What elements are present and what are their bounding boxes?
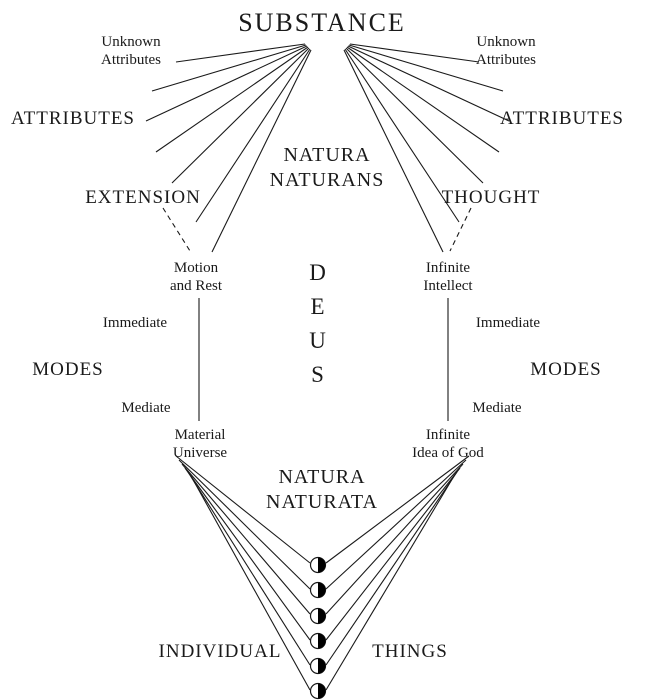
deus-vertical-label: D E U S <box>309 260 327 387</box>
modes-right-label: MODES <box>530 359 602 380</box>
infinite-intellect-line1: Infinite <box>426 260 470 276</box>
unknown-attributes-left-line1: Unknown <box>101 34 161 50</box>
material-universe-line2: Universe <box>173 445 227 461</box>
thing-node <box>309 657 327 675</box>
immediate-right-label: Immediate <box>476 315 540 331</box>
thing-node <box>309 632 327 650</box>
dashed-link-extension-motion <box>162 207 191 252</box>
mediate-left-label: Mediate <box>121 400 170 416</box>
individual-thing-nodes <box>309 556 327 700</box>
unknown-attributes-right-line1: Unknown <box>476 34 536 50</box>
unknown-attributes-right-line2: Attributes <box>476 52 536 68</box>
material-universe-line1: Material <box>175 427 226 443</box>
deus-letter-u: U <box>309 328 327 353</box>
individual-label: INDIVIDUAL <box>159 641 282 662</box>
natura-naturans-line1: NATURA <box>283 144 370 166</box>
infinite-idea-of-god-line1: Infinite <box>426 427 470 443</box>
thing-node <box>309 581 327 599</box>
motion-and-rest-line1: Motion <box>174 260 219 276</box>
thing-node <box>309 682 327 700</box>
fan-lines-substance-right <box>343 43 510 253</box>
unknown-attributes-left-line2: Attributes <box>101 52 161 68</box>
modes-left-label: MODES <box>32 359 104 380</box>
natura-naturans-line2: NATURANS <box>270 169 385 191</box>
thing-node <box>309 556 327 574</box>
fan-lines-naturata-right <box>325 455 470 691</box>
immediate-left-label: Immediate <box>103 315 167 331</box>
mediate-right-label: Mediate <box>472 400 521 416</box>
extension-label: EXTENSION <box>85 187 201 208</box>
deus-letter-s: S <box>311 362 325 387</box>
deus-letter-e: E <box>310 294 325 319</box>
deus-letter-d: D <box>309 260 327 285</box>
fan-lines-substance-left <box>145 43 312 253</box>
motion-and-rest-line2: and Rest <box>170 278 223 294</box>
natura-naturata-line1: NATURA <box>278 466 365 488</box>
thing-node <box>309 607 327 625</box>
attributes-left-label: ATTRIBUTES <box>11 108 135 129</box>
attributes-right-label: ATTRIBUTES <box>500 108 624 129</box>
things-label: THINGS <box>372 641 448 662</box>
infinite-intellect-line2: Intellect <box>423 278 473 294</box>
natura-naturata-line2: NATURATA <box>266 491 378 513</box>
substance-label: SUBSTANCE <box>238 8 406 37</box>
dashed-link-thought-intellect <box>449 207 472 252</box>
fan-lines-naturata-left <box>175 455 311 691</box>
infinite-idea-of-god-line2: Idea of God <box>412 445 484 461</box>
thought-label: THOUGHT <box>442 187 541 208</box>
